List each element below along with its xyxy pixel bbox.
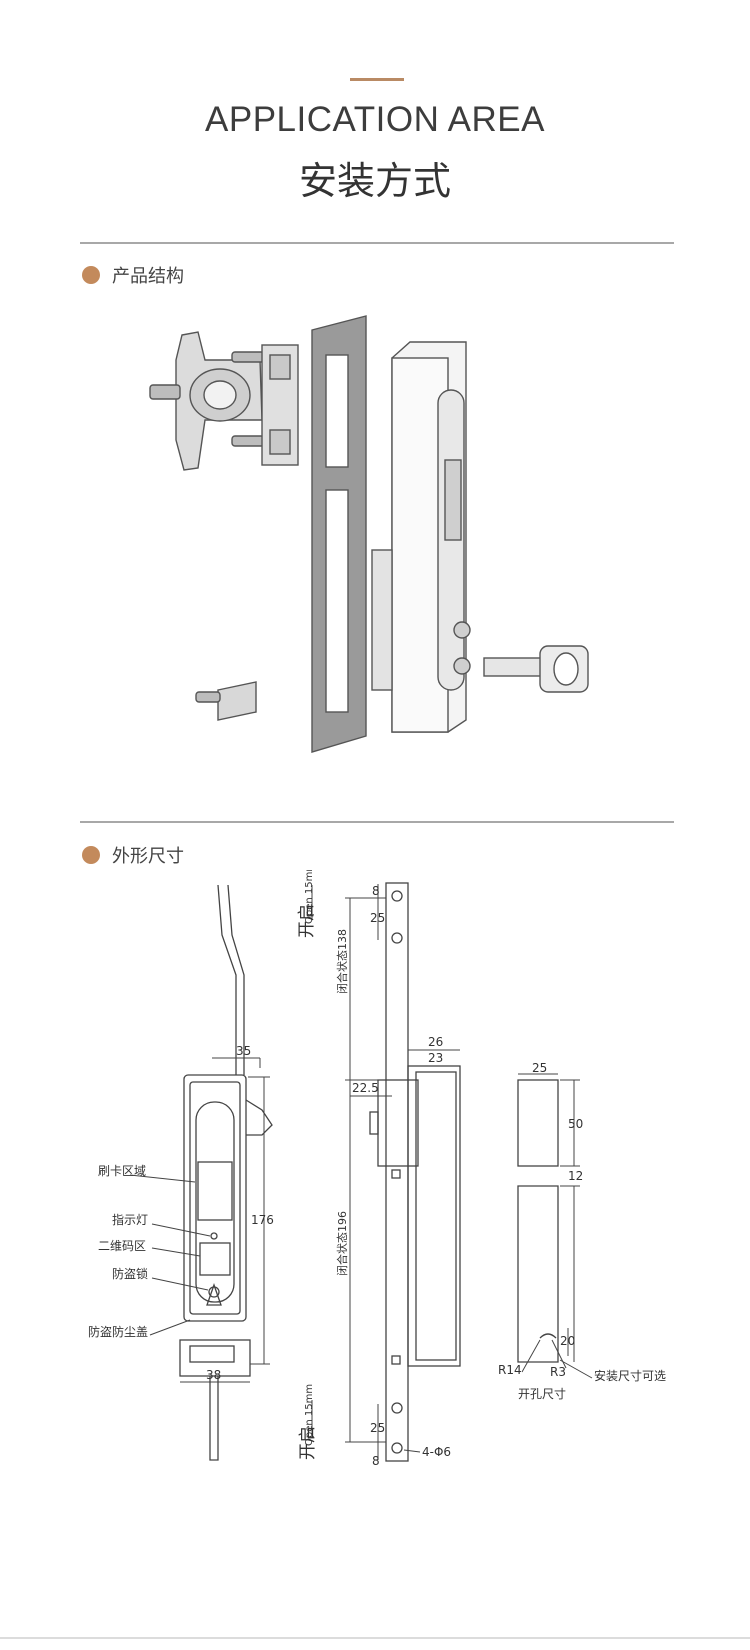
callout-dust-cover: 防盗防尘盖 (88, 1324, 148, 1339)
dim-bottom-gap: 8 (372, 1454, 380, 1468)
dim-closed-138: 闭合状态138 (335, 929, 349, 994)
section-divider-dimensions (80, 821, 674, 823)
dimension-drawings: 35 176 38 刷卡区域 指示灯 二维码区 防盗锁 防盗防尘盖 (88, 870, 666, 1468)
side-open-en-top: Open 15mm (304, 870, 315, 924)
page-title-en: APPLICATION AREA (205, 100, 545, 139)
section-bullet-icon (82, 846, 100, 864)
callout-card-area: 刷卡区域 (98, 1164, 146, 1178)
cutout-r14: R14 (498, 1363, 522, 1377)
dim-width-26: 26 (428, 1035, 443, 1049)
callout-qr-area: 二维码区 (98, 1239, 146, 1253)
dim-width-23: 23 (428, 1051, 443, 1065)
page-title-cn: 安装方式 (298, 159, 451, 203)
dim-hole-spacing-bottom: 25 (370, 1421, 385, 1435)
callout-anti-theft-lock: 防盗锁 (112, 1266, 148, 1281)
dim-top-gap: 8 (372, 884, 380, 898)
cutout-r3: R3 (550, 1365, 566, 1379)
cutout-width: 25 (532, 1061, 547, 1075)
side-open-label-top: 开启 (297, 904, 317, 938)
footer-divider (0, 1637, 750, 1639)
section-header-dimensions: 外形尺寸 (82, 842, 184, 868)
exploded-view-illustration (149, 315, 589, 753)
dim-holes: 4-Φ6 (422, 1445, 451, 1459)
side-open-label-bottom: 开启 (298, 1426, 318, 1460)
cutout-height-50: 50 (568, 1117, 583, 1131)
side-open-en-bottom: Open 15mm (304, 1384, 315, 1446)
cutout-gap-12: 12 (568, 1169, 583, 1183)
callout-indicator: 指示灯 (112, 1212, 148, 1227)
section-divider-structure (80, 242, 674, 244)
cutout-caption: 开孔尺寸 (518, 1387, 566, 1401)
section-label-structure: 产品结构 (112, 266, 184, 287)
dim-offset-22-5: 22.5 (352, 1081, 379, 1095)
cutout-optional: 安装尺寸可选 (594, 1368, 666, 1383)
title-accent-bar (350, 78, 404, 81)
section-label-dimensions: 外形尺寸 (112, 846, 184, 867)
dim-top-width: 35 (236, 1044, 251, 1058)
dim-hole-spacing-top: 25 (370, 911, 385, 925)
cutout-dim-20: 20 (560, 1334, 575, 1348)
dim-bottom-width: 38 (206, 1368, 221, 1382)
dim-closed-196: 闭合状态196 (335, 1211, 349, 1276)
section-header-structure: 产品结构 (82, 262, 184, 288)
section-bullet-icon (82, 266, 100, 284)
dim-front-height: 176 (251, 1213, 274, 1227)
